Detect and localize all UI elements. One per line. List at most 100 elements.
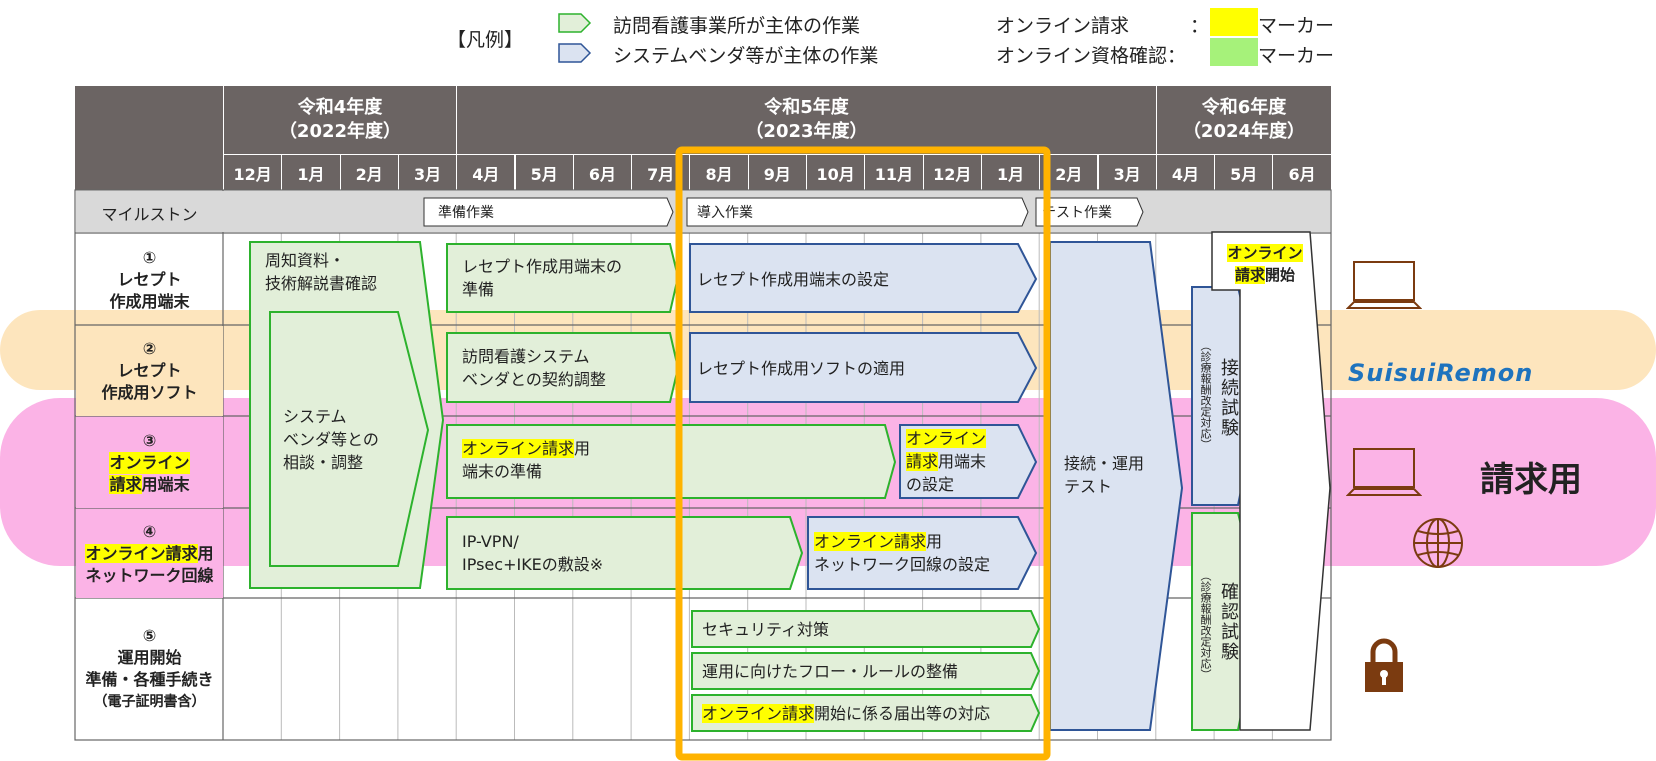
legend-green-label: 訪問看護事業所が主体の作業 [613,15,861,37]
rezept-prep-line2: 準備 [462,280,495,299]
row1-line2: 作成用端末 [109,291,190,311]
legend-marker-yellow: マーカー [1258,15,1335,37]
milestone-label: マイルストン [101,205,198,224]
legend-title: 【凡例】 [447,29,524,51]
vpn-line1: IP-VPN/ [462,532,519,551]
row5-label: ⑤ 運用開始 準備・各種手続き （電子証明書含） [76,614,223,724]
legend-colon: ： [1190,15,1210,37]
row5-line3: （電子証明書含） [93,694,206,710]
month-cell: 1月 [281,154,340,190]
row4-line1: オンライン請求用 [85,543,214,565]
laptop-icon [1346,261,1422,309]
row4-num: ④ [142,521,157,541]
task-soudan: システム ベンダ等との 相談・調整 [283,405,379,474]
milestone-prep: 準備作業 [438,205,494,221]
month-cell: 8月 [689,154,748,190]
month-cell: 10月 [806,154,865,190]
row3-line2-hl: 請求 [109,474,142,494]
legend-yellow-swatch [1210,8,1258,36]
task-soft-apply: レセプト作成用ソフトの適用 [697,359,906,378]
month-cell: 1月 [980,154,1040,190]
arrow-flow [691,652,1041,690]
header-fy2023: 令和5年度 （2023年度） [456,86,1156,154]
row3-line2-rest: 用端末 [141,474,190,494]
shuchi-line1: 周知資料・ [265,251,346,270]
arrow-keiyaku [446,332,680,403]
laptop-icon-billing [1346,448,1422,496]
conn-test-note: （診療報酬改定対応） [1199,340,1212,450]
rezept-prep-line1: レセプト作成用端末の [462,257,623,276]
header-fy2024: 令和6年度 （2024年度） [1156,86,1331,154]
keiyaku-line1: 訪問看護システム [462,347,590,366]
task-keiyaku: 訪問看護システム ベンダとの契約調整 [462,345,606,391]
fy2024-line1: 令和6年度 [1201,97,1287,118]
net-set-line2: ネットワーク回線の設定 [814,555,991,574]
lock-icon [1365,638,1403,692]
online-term-line1: オンライン請求用 [462,437,590,460]
row3-num: ③ [142,430,157,450]
task-shuchi: 周知資料・ 技術解説書確認 [265,249,377,295]
net-set-rest: 用 [926,532,943,551]
start-line1: オンライン [1227,244,1303,262]
row4-line1-rest: 用 [197,543,214,563]
todoke-rest: 開始に係る届出等の対応 [814,704,991,723]
online-term-line2: 端末の準備 [462,462,543,481]
test-line2: テスト [1064,477,1113,496]
soudan-line2: ベンダ等との [283,430,379,449]
legend-marker-green: マーカー [1258,45,1335,67]
shuchi-line2: 技術解説書確認 [265,274,378,293]
month-cell: 3月 [1097,154,1156,190]
soudan-line3: 相談・調整 [283,453,364,472]
arrow-rezept-set [689,243,1038,313]
arrow-security [691,610,1041,648]
billing-label: 請求用 [1480,460,1582,500]
month-cell: 4月 [456,154,515,190]
row1-label: ① レセプト 作成用端末 [76,234,223,325]
month-cell: 12月 [223,154,282,190]
row2-num: ② [142,339,157,358]
test-line1: 接続・運用 [1064,454,1145,473]
month-cell: 6月 [572,154,632,190]
row2-line2: 作成用ソフト [101,383,198,402]
task-start: オンライン 請求開始 [1225,242,1305,286]
online-set-hl: 請求 [906,452,939,471]
net-set-hl: オンライン請求 [814,532,927,551]
brand-logo: SuisuiRemon [1348,359,1534,387]
vpn-line2: IPsec+IKEの敷設※ [462,555,604,574]
online-set-rest: 用端末 [938,452,987,471]
task-net-set: オンライン請求用 ネットワーク回線の設定 [814,530,990,576]
arrow-rezept-prep [446,243,680,313]
task-todoke: オンライン請求開始に係る届出等の対応 [702,702,990,725]
todoke-hl: オンライン請求 [702,704,815,723]
row3-line1: オンライン [109,451,190,474]
arrow-soudan [269,311,430,567]
legend-green-swatch [1210,38,1258,66]
fy2023-line1: 令和5年度 [764,97,849,118]
online-term-rest: 用 [574,439,591,458]
header-fy2022: 令和4年度 （2022年度） [223,86,456,154]
month-cell: 6月 [1272,154,1331,190]
month-cell: 5月 [1214,154,1273,190]
legend-online-eligibility: オンライン資格確認： [996,45,1187,67]
conn-test-label: 接続試験 [1218,358,1239,438]
row5-line1: 運用開始 [117,648,182,667]
task-test: 接続・運用 テスト [1064,452,1144,498]
conf-test-label: 確認試験 [1218,582,1239,662]
row1-line1: レセプト [117,269,182,289]
month-cell: 2月 [339,154,398,190]
task-rezept-prep: レセプト作成用端末の 準備 [462,255,622,301]
month-cell: 4月 [1155,154,1215,190]
online-set-line1: オンライン [906,429,987,448]
row4-line2: ネットワーク回線 [85,565,214,585]
arrow-soft-apply [689,332,1038,403]
row1-num: ① [142,247,157,267]
milestone-test: テスト作業 [1042,205,1112,221]
fy2024-line2: （2024年度） [1182,121,1306,142]
conf-test-note: （診療報酬改定対応） [1199,570,1212,680]
online-term-hl: オンライン請求 [462,439,575,458]
task-online-term: オンライン請求用 端末の準備 [462,437,590,483]
legend-green-arrow [558,13,592,33]
fy2022-line2: （2022年度） [278,121,402,142]
task-online-set: オンライン 請求用端末 の設定 [906,427,986,496]
